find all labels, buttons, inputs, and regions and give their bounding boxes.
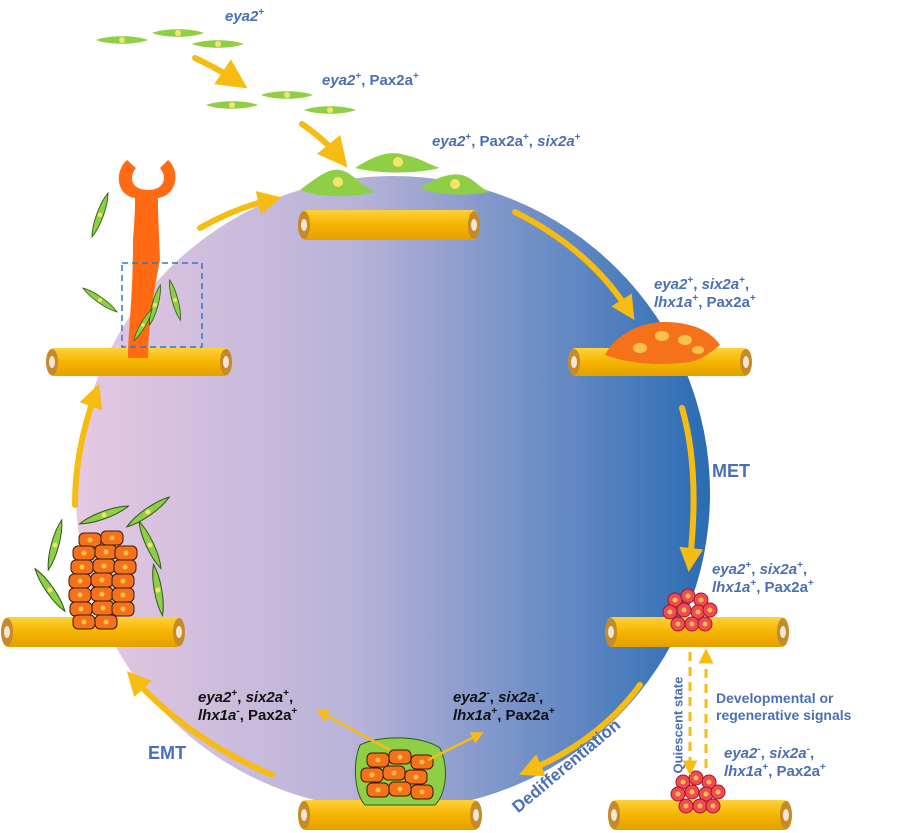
- tubes: [1, 210, 792, 830]
- nephron: [118, 160, 176, 358]
- label-quiescent: Quiescent state: [670, 676, 686, 774]
- migration-arrows: [192, 55, 348, 168]
- label-signals: Developmental or regenerative signals: [716, 690, 852, 723]
- cycle-circle: [76, 176, 710, 810]
- label-stage-3: eya2+, Pax2a+, six2a+: [432, 132, 581, 151]
- pointer-lines: [316, 710, 484, 762]
- cycle-arrows: [72, 190, 704, 778]
- label-stage-2: eya2+, Pax2a+: [322, 71, 419, 90]
- label-stage-8: eya2+, six2a+, lhx1a-, Pax2a+: [198, 688, 298, 725]
- label-stage-1: eya2+: [225, 7, 265, 26]
- quiescent-arrows: [682, 648, 714, 776]
- label-stage-6: eya2-, six2a-, lhx1a+, Pax2a+: [724, 744, 826, 781]
- attached-cells: [300, 153, 490, 197]
- label-emt: EMT: [148, 743, 186, 763]
- cell-aggregate-1: [662, 588, 718, 632]
- label-stage-4: eya2+, six2a+, lhx1a+, Pax2a+: [654, 275, 756, 312]
- label-stage-5: eya2+, six2a+, lhx1a+, Pax2a+: [712, 560, 814, 597]
- inset-dashed-box: [121, 262, 203, 348]
- label-met: MET: [712, 461, 750, 481]
- dedifferentiating-cluster: [355, 737, 446, 806]
- label-stage-7: eya2-, six2a-, lhx1a+, Pax2a+: [453, 688, 555, 725]
- epithelial-stack: [68, 530, 138, 630]
- cell-aggregate-2: [670, 770, 726, 814]
- condensing-cells: [605, 322, 720, 364]
